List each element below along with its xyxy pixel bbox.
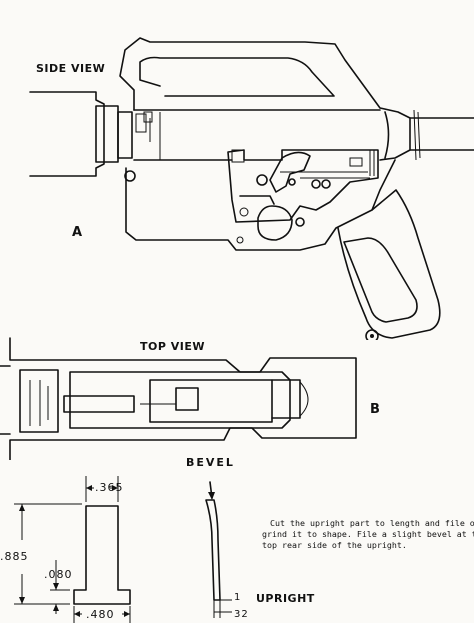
instruction-line-2: grind it to shape. File a slight bevel a… xyxy=(262,529,474,539)
figure-b-label: B xyxy=(370,402,381,417)
figure-a-label: A xyxy=(72,225,83,240)
dimension-height: .885 xyxy=(0,550,29,563)
dimension-bevel-denominator: 32 xyxy=(234,609,249,620)
top-view-drawing xyxy=(0,337,357,460)
upright-label: UPRIGHT xyxy=(256,592,315,605)
bevel-label: BEVEL xyxy=(186,456,235,469)
dimension-base-height: .080 xyxy=(44,568,73,581)
dimension-top-width: .365 xyxy=(95,481,124,494)
instruction-line-3: top rear side of the upright. xyxy=(262,540,407,550)
side-view-label: SIDE VIEW xyxy=(36,62,106,75)
instruction-line-1: Cut the upright part to length and file … xyxy=(270,518,474,528)
top-view-label: TOP VIEW xyxy=(140,340,205,353)
dimension-bevel-numerator: 1 xyxy=(234,592,242,603)
side-view-drawing xyxy=(29,37,474,340)
dimension-bottom-width: .480 xyxy=(86,608,115,621)
